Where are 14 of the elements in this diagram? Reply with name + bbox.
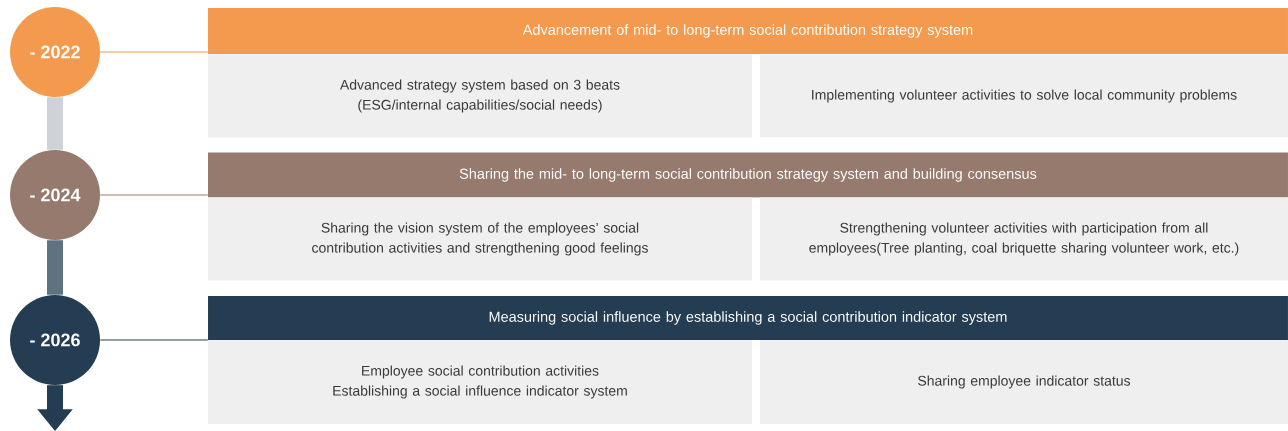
phase-banner: Sharing the mid- to long-term social contribution strategy system and building consensus	[208, 152, 1288, 198]
task-box: Sharing employee indicator status	[760, 340, 1288, 424]
task-box: Employee social contribution activities Establishing a social influence indicator system	[208, 340, 752, 424]
task-box: Advanced strategy system based on 3 beats (ESG/internal capabilities/social needs)	[208, 54, 752, 138]
timeline-bar	[47, 240, 63, 295]
task-box: Strengthening volunteer activities with participation from all employees(Tree planting, coal briquette sharing volunteer work, etc.)	[760, 197, 1288, 281]
timeline-bar	[47, 97, 63, 150]
task-box: Implementing volunteer activities to solve local community problems	[760, 54, 1288, 138]
phase-banner: Advancement of mid- to long-term social contribution strategy system	[208, 8, 1288, 54]
task-box: Sharing the vision system of the employees’ social contribution activities and strengthening good feelings	[208, 197, 752, 281]
phase-banner: Measuring social influence by establishing a social contribution indicator system	[208, 296, 1288, 340]
connector-line	[99, 194, 209, 196]
connector-line	[99, 51, 209, 53]
connector-line	[99, 339, 209, 341]
